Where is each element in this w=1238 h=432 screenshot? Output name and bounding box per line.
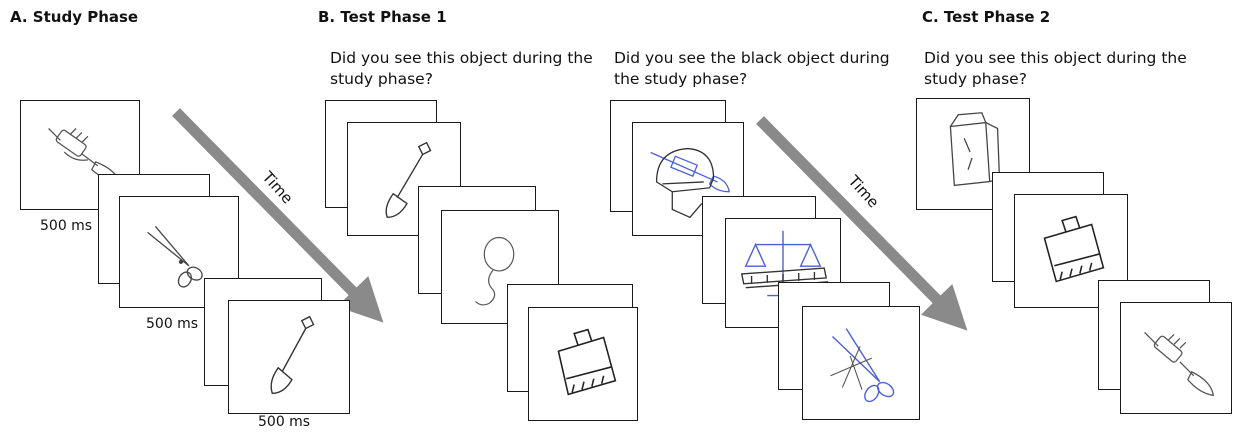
scissors-icon xyxy=(147,226,203,288)
trumpet-icon xyxy=(48,128,121,183)
study-card-shovel xyxy=(228,300,350,414)
test1-question-single: Did you see this object during the study… xyxy=(330,49,593,88)
shovel-icon xyxy=(385,141,432,219)
test-phase-1-title: B. Test Phase 1 xyxy=(318,8,447,26)
test1-question-overlay: Did you see the black object during the … xyxy=(614,49,890,88)
test2-question: Did you see this object during the study… xyxy=(924,49,1187,88)
overlay-card-scissors xyxy=(802,306,920,420)
shovel-icon xyxy=(270,315,315,395)
study-duration-3: 500 ms xyxy=(258,414,311,430)
helmet-icon xyxy=(650,147,731,219)
study-duration-1: 500 ms xyxy=(40,218,93,234)
study-phase-title: A. Study Phase xyxy=(10,8,139,26)
test1-card-dustpan xyxy=(528,307,638,421)
study-duration-2: 500 ms xyxy=(146,316,199,332)
scale-icon xyxy=(740,230,829,297)
test-phase-2-title: C. Test Phase 2 xyxy=(922,8,1051,26)
dustpan-icon xyxy=(557,328,617,396)
balloon-icon xyxy=(475,236,515,306)
trumpet-icon xyxy=(1144,332,1215,397)
time-arrow-study xyxy=(172,108,384,323)
test2-card-trumpet xyxy=(1120,302,1232,414)
time-arrow-test1 xyxy=(756,116,968,331)
dustpan-icon xyxy=(1043,215,1105,283)
scissors-icon xyxy=(830,328,895,403)
